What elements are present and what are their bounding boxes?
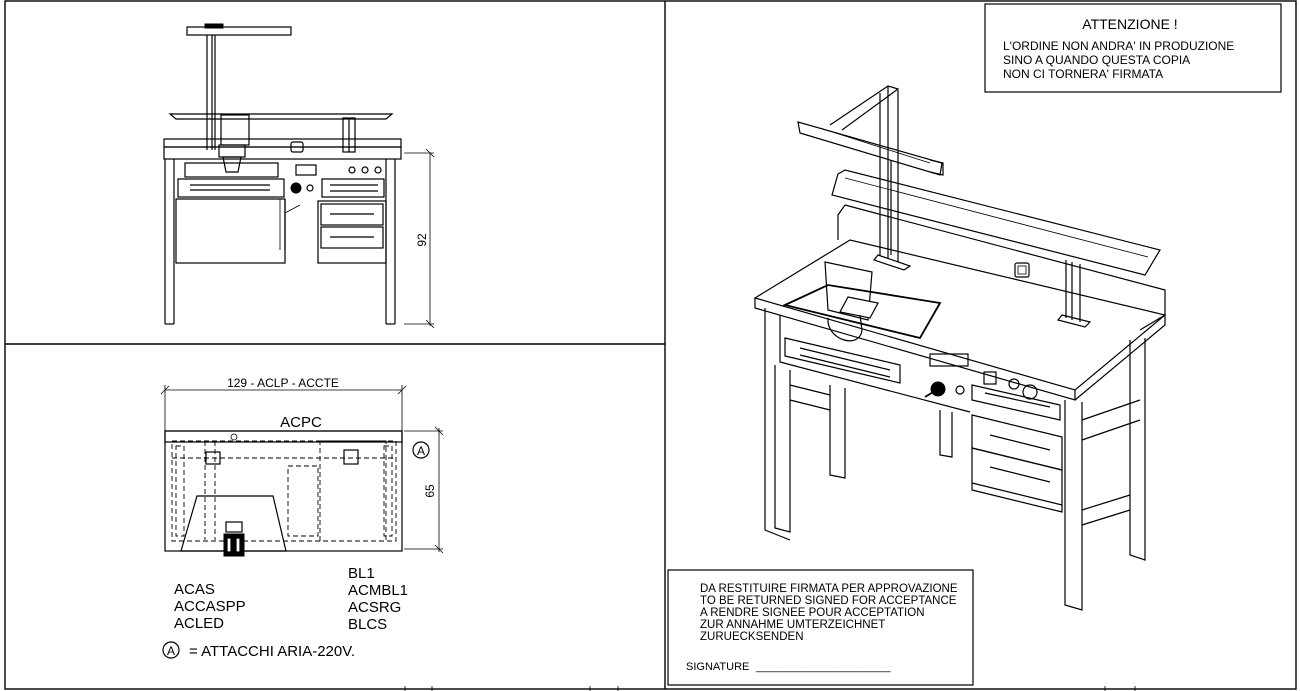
signature-instruction-line: TO BE RETURNED SIGNED FOR ACCEPTANCE	[700, 595, 957, 607]
sheet-bottom-ticks	[404, 686, 1136, 691]
code-label: ACLED	[174, 615, 224, 632]
code-label: BL1	[348, 565, 375, 582]
signature-box: DA RESTITUIRE FIRMATA PER APPROVAZIONE T…	[667, 569, 974, 686]
code-label: ACMBL1	[348, 582, 408, 599]
top-view-width-dimension: 129 - ACLP - ACCTE	[227, 376, 339, 390]
warning-line: NON CI TORNERA' FIRMATA	[1003, 67, 1163, 81]
signature-instruction-line: DA RESTITUIRE FIRMATA PER APPROVAZIONE	[700, 583, 958, 595]
warning-box: ATTENZIONE ! L'ORDINE NON ANDRA' IN PROD…	[984, 3, 1282, 93]
signature-line: ______________________	[755, 661, 891, 673]
top-view-depth-dimension: 65	[423, 484, 437, 498]
legend-text: = ATTACCHI ARIA-220V.	[189, 643, 355, 660]
signature-instruction-line: A RENDRE SIGNEE POUR ACCEPTATION	[700, 607, 925, 619]
sheet-frame	[4, 0, 1297, 690]
signature-instruction-line: ZUR ANNAHME UMTERZEICHNET	[700, 619, 885, 631]
warning-line: SINO A QUANDO QUESTA COPIA	[1003, 53, 1190, 67]
top-view-center-label: ACPC	[280, 414, 322, 431]
signature-instruction-line: ZURUECKSENDEN	[700, 631, 804, 643]
top-view-codes-right: BL1 ACMBL1 ACSRG BLCS	[348, 565, 408, 633]
code-label: ACCASPP	[174, 598, 246, 615]
isometric-view-drawing	[753, 85, 1167, 611]
signature-label: SIGNATURE	[686, 661, 749, 673]
front-view-height-dimension: 92	[415, 233, 429, 247]
top-view-codes-left: ACAS ACCASPP ACLED	[174, 581, 246, 632]
legend-marker-letter: A	[167, 644, 175, 658]
warning-title: ATTENZIONE !	[1082, 16, 1177, 32]
marker-a-drawing: A	[417, 444, 425, 458]
front-view-drawing	[163, 23, 435, 329]
warning-line: L'ORDINE NON ANDRA' IN PRODUZIONE	[1003, 39, 1234, 53]
code-label: BLCS	[348, 616, 387, 633]
top-view-drawing	[160, 385, 444, 659]
code-label: ACSRG	[348, 599, 401, 616]
code-label: ACAS	[174, 581, 215, 598]
